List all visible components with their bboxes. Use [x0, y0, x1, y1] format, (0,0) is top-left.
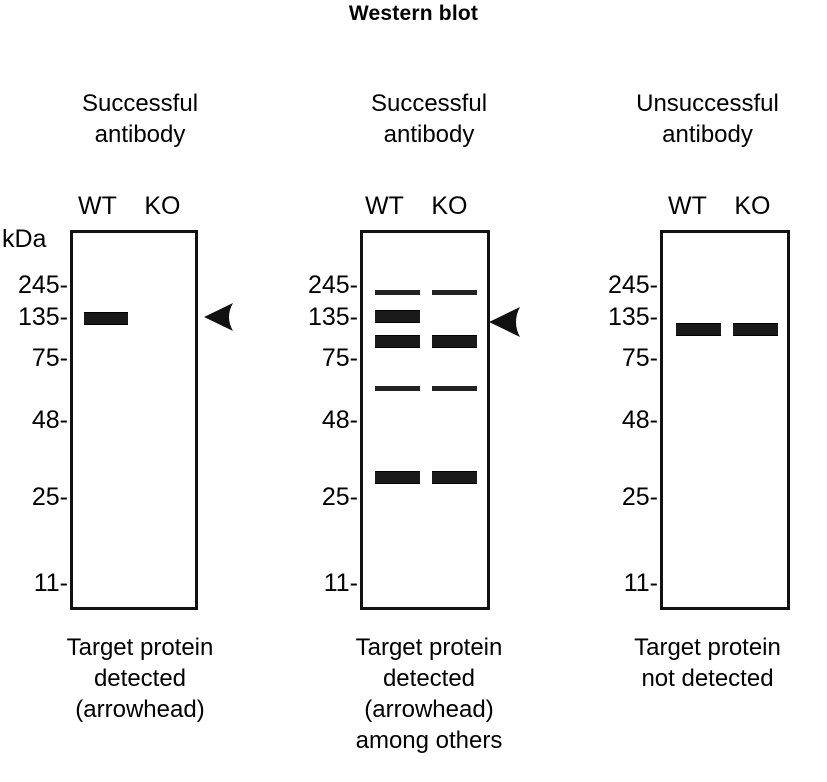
band-ko-60: [432, 386, 477, 391]
ladder-mark-11: 11-: [33, 569, 68, 597]
panel-2-caption-line1: Target protein: [355, 634, 503, 661]
panel-1-heading-line1: Successful: [81, 90, 199, 117]
ladder-mark-75: 75-: [321, 344, 358, 372]
band-wt-60: [375, 386, 420, 391]
band-ko-95: [432, 335, 477, 348]
panel-1-heading-line2: antibody: [94, 121, 186, 148]
ladder-mark-48: 48-: [321, 406, 358, 434]
band-wt-95: [375, 335, 420, 348]
ladder-mark-245: 245-: [17, 271, 68, 299]
ladder-mark-75: 75-: [31, 344, 68, 372]
panel-2-heading-line2: antibody: [383, 121, 475, 148]
panel-unsuccessful: Unsuccessful antibody WT KO 245- 135- 75…: [588, 0, 827, 782]
panel-successful-clean: Successful antibody WT KO kDa 245- 135- …: [0, 0, 280, 782]
ladder-mark-48: 48-: [621, 406, 658, 434]
lane-label-wt: WT: [78, 192, 117, 220]
panel-2-caption: Target protein detected (arrowhead) amon…: [288, 632, 570, 756]
band-wt-target: [84, 312, 128, 325]
ladder-mark-75: 75-: [621, 344, 658, 372]
panel-3-heading-line1: Unsuccessful: [636, 90, 779, 117]
band-ko-200: [432, 290, 477, 295]
ladder-mark-245: 245-: [307, 271, 358, 299]
ladder-mark-25: 25-: [31, 483, 68, 511]
blot-box-panel-3: [660, 230, 790, 610]
lane-label-wt: WT: [668, 192, 707, 220]
panel-2-lane-labels: WT KO: [365, 192, 467, 220]
ladder-mark-135: 135-: [607, 303, 658, 331]
panel-2-heading-line1: Successful: [370, 90, 488, 117]
band-wt-30: [375, 471, 420, 484]
lane-label-ko: KO: [431, 192, 468, 220]
arrowhead-icon-panel-1: [204, 303, 233, 331]
arrowhead-icon-panel-2: [489, 307, 520, 337]
panel-3-caption: Target protein not detected: [588, 632, 827, 694]
panel-1-caption-line3: (arrowhead): [75, 696, 205, 723]
blot-box-panel-1: [70, 230, 198, 610]
panel-successful-multiband: Successful antibody WT KO 245- 135- 75- …: [288, 0, 570, 782]
ladder-mark-25: 25-: [321, 483, 358, 511]
lane-label-wt: WT: [365, 192, 404, 220]
panel-1-caption-line1: Target protein: [66, 634, 214, 661]
band-ko-nonspecific: [733, 323, 778, 336]
band-wt-200: [375, 290, 420, 295]
ladder-mark-135: 135-: [17, 303, 68, 331]
panel-1-caption-line2: detected: [93, 665, 187, 692]
band-ko-30: [432, 471, 477, 484]
blot-box-panel-2: [360, 230, 490, 610]
panel-3-caption-line2: not detected: [641, 665, 774, 692]
lane-label-ko: KO: [144, 192, 181, 220]
ladder-mark-25: 25-: [621, 483, 658, 511]
kda-unit-label: kDa: [2, 225, 47, 253]
panel-2-heading: Successful antibody: [288, 88, 570, 150]
panel-1-heading: Successful antibody: [0, 88, 280, 150]
ladder-mark-11: 11-: [623, 569, 658, 597]
band-wt-nonspecific: [676, 323, 721, 336]
lane-label-ko: KO: [734, 192, 771, 220]
panel-3-caption-line1: Target protein: [634, 634, 781, 661]
panel-2-caption-line4: among others: [355, 727, 503, 754]
panel-3-heading: Unsuccessful antibody: [588, 88, 827, 150]
panel-1-caption: Target protein detected (arrowhead): [0, 632, 280, 725]
panel-2-caption-line2: detected: [382, 665, 476, 692]
panel-1-lane-labels: WT KO: [78, 192, 180, 220]
ladder-mark-135: 135-: [307, 303, 358, 331]
panel-3-heading-line2: antibody: [662, 121, 753, 148]
band-wt-target: [375, 310, 420, 323]
ladder-mark-245: 245-: [607, 271, 658, 299]
page-title: Western blot: [348, 2, 479, 25]
panel-2-caption-line3: (arrowhead): [364, 696, 494, 723]
ladder-mark-11: 11-: [323, 569, 358, 597]
ladder-mark-48: 48-: [31, 406, 68, 434]
panel-3-lane-labels: WT KO: [668, 192, 770, 220]
